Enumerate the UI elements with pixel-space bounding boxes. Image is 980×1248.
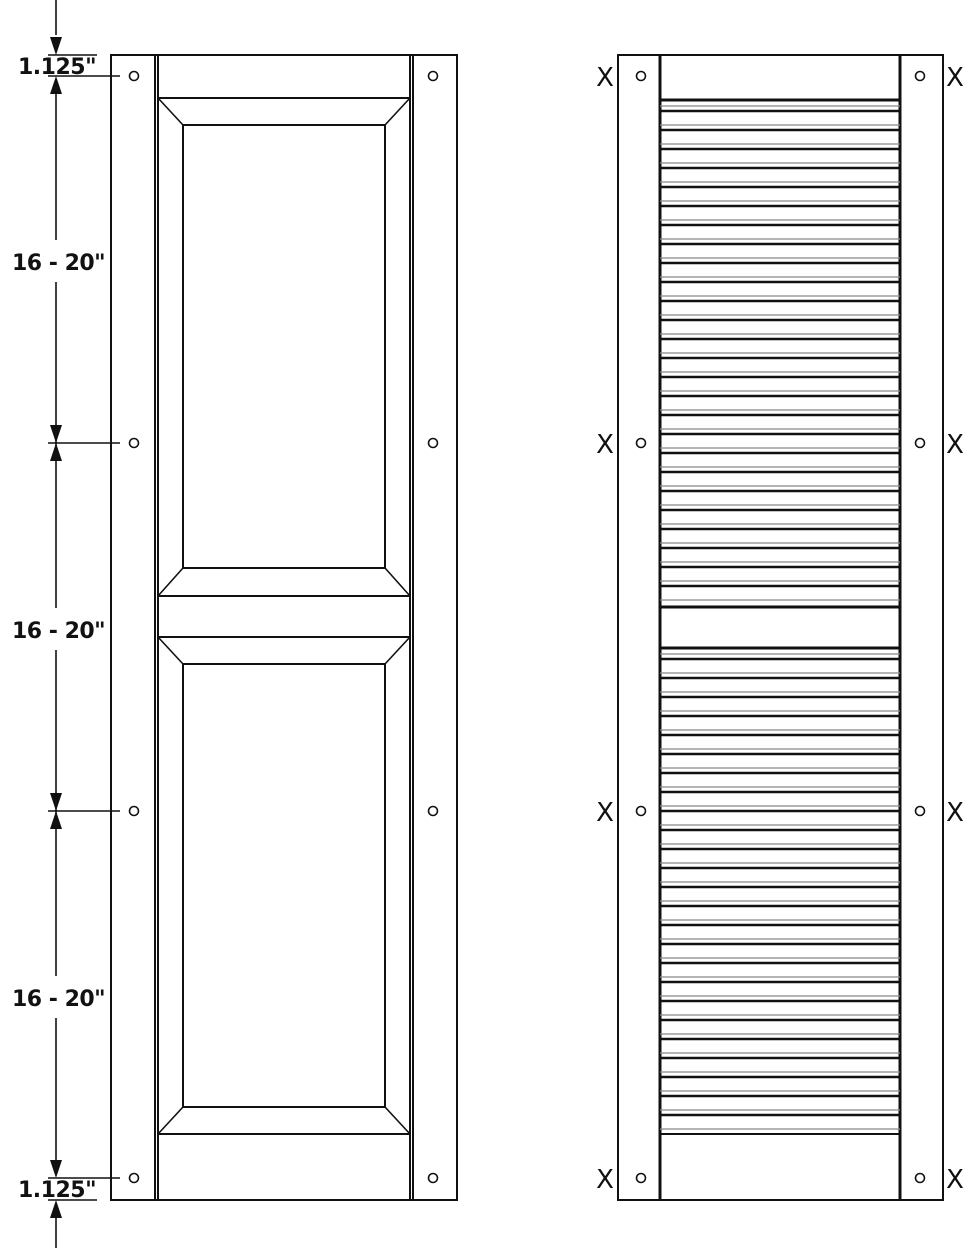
screw-hole-icon	[128, 805, 140, 817]
bevel-line	[157, 1106, 184, 1135]
screw-hole-icon	[427, 1172, 439, 1184]
dimension-arrow-icon	[50, 37, 62, 55]
dimension-arrow-icon	[50, 1200, 62, 1218]
fastener-x-mark-icon: X	[596, 1165, 614, 1195]
screw-hole-icon	[914, 70, 926, 82]
spacing-label-2: 16 - 20"	[12, 619, 105, 644]
screw-hole-icon	[635, 1172, 647, 1184]
bevel-line	[384, 97, 411, 126]
spacing-label-3: 16 - 20"	[12, 987, 105, 1012]
fastener-x-mark-icon: X	[596, 798, 614, 828]
bevel-line	[384, 1106, 411, 1135]
dimension-arrow-icon	[50, 425, 62, 443]
fastener-x-mark-icon: X	[596, 63, 614, 93]
screw-hole-icon	[128, 70, 140, 82]
fastener-x-mark-icon: X	[946, 430, 964, 460]
bevel-line	[384, 636, 411, 665]
fastener-x-mark-icon: X	[946, 63, 964, 93]
screw-hole-icon	[914, 437, 926, 449]
raised-panel-1	[157, 97, 411, 597]
screw-hole-icon	[635, 805, 647, 817]
dimension-annotations	[48, 0, 120, 1248]
dimension-arrow-icon	[50, 1160, 62, 1178]
bevel-line	[157, 636, 184, 665]
screw-hole-icon	[635, 437, 647, 449]
screw-hole-icon	[427, 437, 439, 449]
dimension-arrow-icon	[50, 443, 62, 461]
spacing-label-1: 16 - 20"	[12, 251, 105, 276]
louvered-shutter: X X X X X X X X	[596, 54, 964, 1201]
panel-field	[182, 663, 386, 1108]
panel-shutter-outline	[110, 54, 458, 1201]
screw-hole-icon	[914, 805, 926, 817]
screw-hole-icon	[635, 70, 647, 82]
dimension-arrow-icon	[50, 793, 62, 811]
raised-panel-2	[157, 636, 411, 1135]
dimension-arrow-icon	[50, 76, 62, 94]
fastener-x-mark-icon: X	[596, 430, 614, 460]
screw-hole-icon	[427, 805, 439, 817]
screw-hole-icon	[427, 70, 439, 82]
dimension-labels: 1.125" 1.125" 16 - 20" 16 - 20" 16 - 20"	[12, 55, 106, 1203]
bevel-line	[384, 567, 411, 597]
bevel-line	[157, 97, 184, 126]
screw-hole-icon	[128, 1172, 140, 1184]
bottom-offset-label: 1.125"	[18, 1178, 96, 1203]
panel-field	[182, 124, 386, 569]
screw-hole-icon	[914, 1172, 926, 1184]
bevel-line	[157, 567, 184, 597]
fastener-x-mark-icon: X	[946, 798, 964, 828]
raised-panel-shutter	[110, 54, 458, 1201]
dimension-arrow-icon	[50, 811, 62, 829]
screw-hole-icon	[128, 437, 140, 449]
fastener-x-mark-icon: X	[946, 1165, 964, 1195]
top-offset-label: 1.125"	[18, 55, 96, 80]
louver-shutter-outline	[617, 54, 944, 1201]
